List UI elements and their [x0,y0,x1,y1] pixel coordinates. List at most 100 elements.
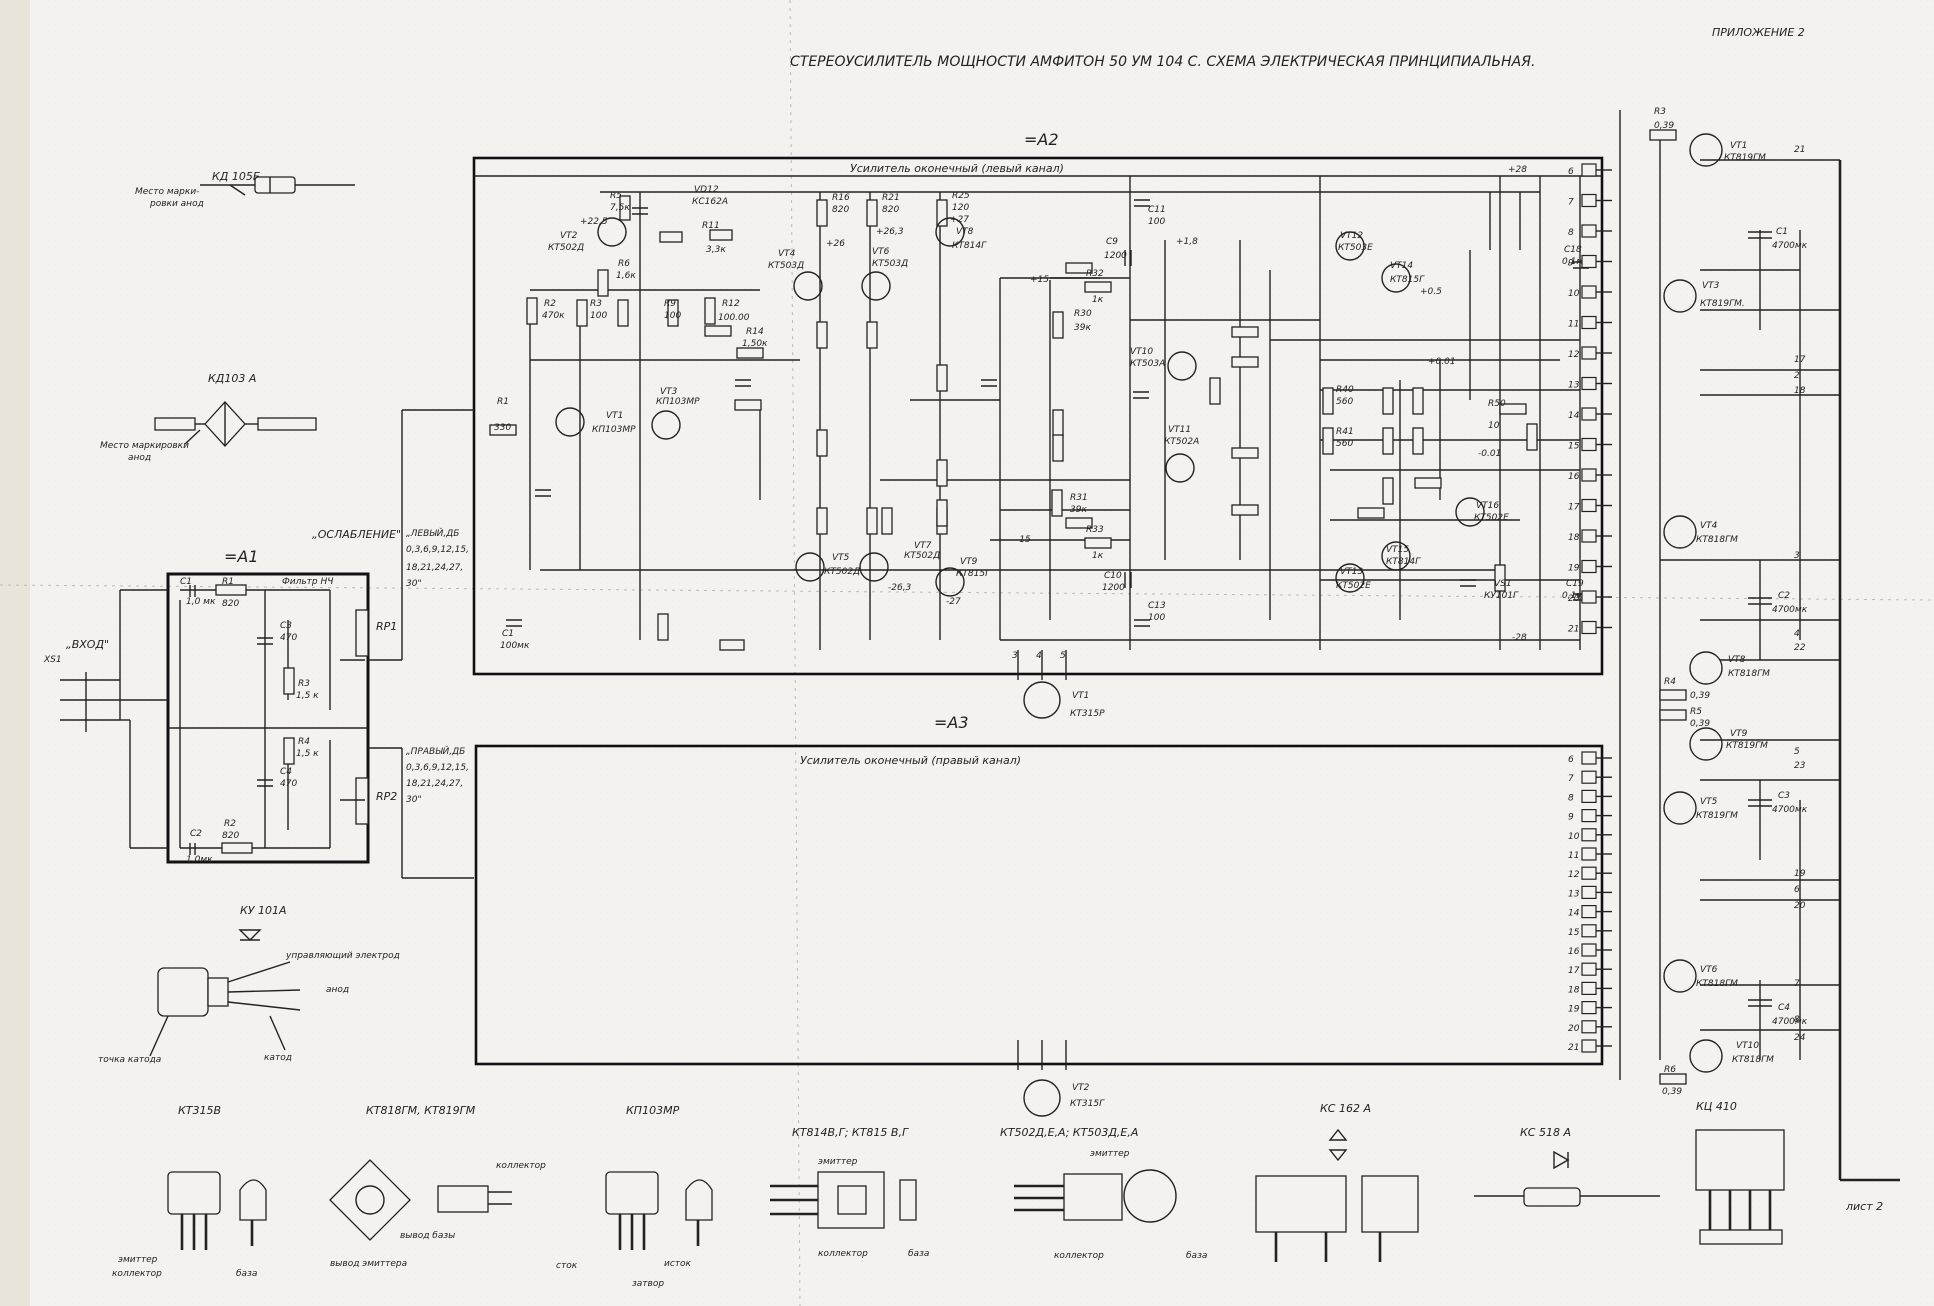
out-vt8-type: КТ818ГМ [1728,669,1770,679]
kt315-base: база [236,1269,257,1279]
connector-pin [1581,254,1597,269]
pin-number: 6 [1568,755,1574,765]
appendix-label: ПРИЛОЖЕНИЕ 2 [1712,26,1805,39]
out-vt8: VT8 [1728,655,1746,665]
volt-p27: +27 [950,215,969,225]
xs1-label: XS1 [43,655,62,665]
a1-rp2: RP2 [376,790,397,803]
left-db-values2: 18,21,24,27, [406,563,463,573]
bottom-pin-numbers: 3 4 5 [1012,651,1066,661]
volt-p22: +22,5 [580,217,608,227]
out-vt1-type: КТ819ГМ [1724,153,1766,163]
connector-pin [1581,468,1597,482]
pin-number: 19 [1568,564,1580,574]
pin-number: 17 [1568,503,1580,513]
a2-r3: R3 [590,299,602,309]
connector-pin [1581,962,1597,976]
a2-vt15: VT15 [1386,545,1409,555]
a2-vt12-type: КТ503Е [1338,243,1373,253]
output-terminal-number: 23 [1794,761,1806,771]
a1-c1: C1 [180,577,192,587]
a2-vt3-type: КП103МР [656,397,700,407]
connector-pin [1581,885,1597,900]
pin-number: 18 [1568,985,1580,995]
pin-number: 10 [1568,832,1580,842]
pin-number: 11 [1568,320,1579,330]
a2-r6-val: 1,6к [616,271,636,281]
connector-pin [1581,163,1597,177]
kc518-title: КС 518 А [1520,1126,1571,1139]
pin-number: 9 [1568,259,1574,269]
a2-vt4: VT4 [778,249,796,259]
pin-number: 13 [1568,889,1580,899]
a2-vt5: VT5 [832,553,850,563]
kd105b-title: КД 105Б [212,170,260,183]
kp103-source: исток [664,1259,692,1269]
output-terminal-number: 4 [1794,629,1800,639]
a2-vt9: VT9 [960,557,978,567]
a2-r31-val: 39к [1070,505,1087,515]
pin-number: 21 [1568,1043,1579,1053]
volt-p001: +0.01 [1428,357,1456,367]
attenuation-label: „ОСЛАБЛЕНИЕ" [312,528,401,541]
pin-number: 6 [1568,167,1574,177]
connector-pin [1581,981,1597,996]
a2-r41-val: 560 [1336,439,1353,449]
a2-r31: R31 [1070,493,1088,503]
a2-labels: VT2 КТ502Д VT4 КТ503Д VT6 КТ503Д VT8 КТ8… [494,165,1589,651]
pin-number: 14 [1568,909,1580,919]
a2-vt11: VT11 [1168,425,1191,435]
kt818-emitter: вывод эмиттера [330,1259,407,1269]
volt-p18: +1,8 [1176,237,1198,247]
kd103a-title: КД103 А [208,372,256,385]
a1-r3-val: 1,5 к [296,691,319,701]
out-r6-val: 0,39 [1662,1087,1682,1097]
a2-vt10-type: КТ503А [1130,359,1165,369]
out-vt5-type: КТ819ГМ [1696,811,1738,821]
a2-vt7-type: КТ502Д [904,551,940,561]
a2-r12: R12 [722,299,740,309]
connector-pin [1581,847,1597,861]
block-a2 [472,156,1604,676]
kd103a-note2: анод [128,453,151,463]
pin-number: 13 [1568,381,1580,391]
pin-5-top: 5 [1060,651,1066,661]
pin-number: 20 [1568,594,1580,604]
left-db-values3: 30" [406,579,422,589]
a2-r1: R1 [497,397,509,407]
out-vt6: VT6 [1700,965,1718,975]
a2-r16-val: 820 [832,205,849,215]
kt814-emitter: эмиттер [818,1157,858,1167]
driver-vt1-type: КТ315Р [1070,709,1105,719]
a1-r4-val: 1,5 к [296,749,319,759]
output-terminal-number: 7 [1794,979,1800,989]
a2-vt8-type: КТ814Г [952,241,987,251]
a2-vt11-type: КТ502А [1164,437,1199,447]
volt-p28: +28 [1508,165,1527,175]
package-kp103: КП103МР сток исток затвор [556,1104,713,1289]
sheet-title: СТЕРЕОУСИЛИТЕЛЬ МОЩНОСТИ АМФИТОН 50 УМ 1… [790,54,1535,70]
a2-r1-val: 330 [494,423,511,433]
kt814-base: база [908,1249,929,1259]
right-db-values2: 18,21,24,27, [406,779,463,789]
output-terminal-number: 22 [1794,643,1806,653]
a1-rp1: RP1 [376,620,397,633]
a2-r11-val: 3,3к [706,245,726,255]
scan-edge [0,0,30,1306]
a2-c19-val: 0,1мк [1562,591,1589,601]
a2-vt13: VT13 [1340,567,1363,577]
a2-c1-val: 100мк [500,641,530,651]
out-c1: C1 [1776,227,1788,237]
a2-r41: R41 [1336,427,1354,437]
a2-r30: R30 [1074,309,1092,319]
package-kc410: КЦ 410 [1695,1100,1785,1245]
out-vt6-type: КТ818ГМ [1696,979,1738,989]
a1-wiring [168,584,369,855]
output-terminal-number: 24 [1794,1033,1806,1043]
kt818-base: вывод базы [400,1231,455,1241]
connector-pin [1581,808,1597,823]
a2-r9: R9 [664,299,676,309]
connector-pin [1581,559,1597,574]
thyristor-control-label: управляющий электрод [285,951,400,961]
